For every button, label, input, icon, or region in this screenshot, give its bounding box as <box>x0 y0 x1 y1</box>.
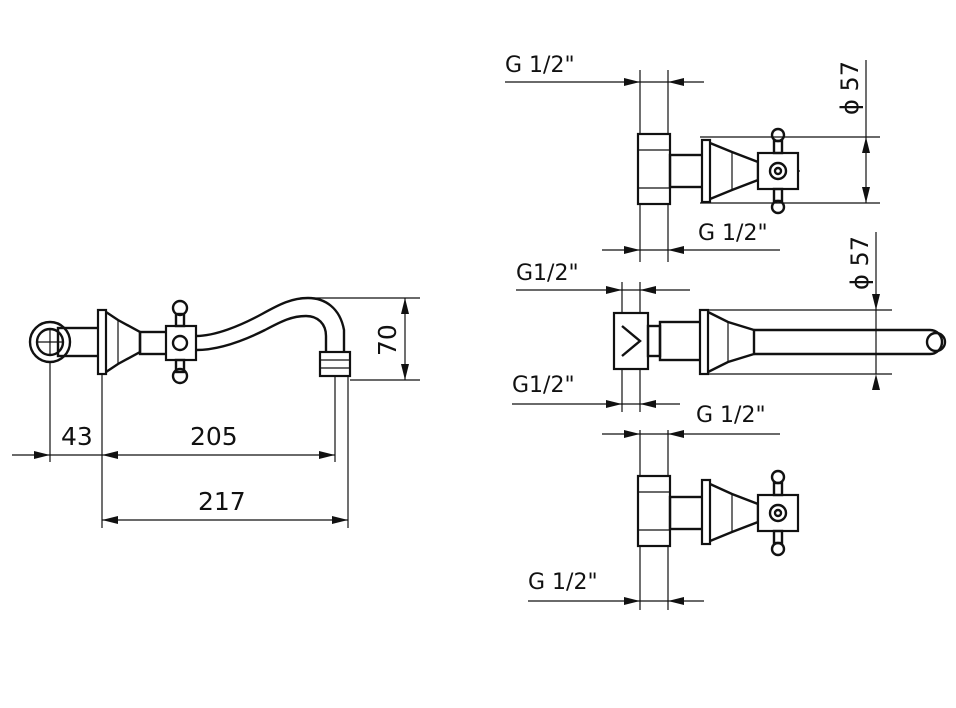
dimension-205: 205 <box>102 422 335 459</box>
left-extension-lines <box>49 297 420 528</box>
top-valve-view <box>636 70 800 262</box>
dimension-43-label: 43 <box>61 422 93 451</box>
middle-diameter-dimension: ϕ 57 <box>706 232 892 390</box>
top-thread-dimension: G 1/2" G 1/2" <box>505 53 780 254</box>
dimension-70-label: 70 <box>373 324 402 356</box>
bottom-thread-lower-label: G 1/2" <box>528 570 598 595</box>
dimension-43: 43 <box>12 422 118 459</box>
bottom-thread-upper-label: G 1/2" <box>696 403 766 428</box>
top-thread-lower-label: G 1/2" <box>698 221 768 246</box>
top-diameter-dimension: ϕ 57 <box>700 60 880 204</box>
middle-thread-upper-label: G1/2" <box>516 261 579 286</box>
dimension-70: 70 <box>373 298 409 380</box>
dimension-217-label: 217 <box>198 487 246 516</box>
bottom-valve-view <box>636 430 800 610</box>
top-thread-upper-label: G 1/2" <box>505 53 575 78</box>
middle-diameter-label: ϕ 57 <box>846 236 874 290</box>
middle-spout-view <box>612 282 947 412</box>
middle-thread-dimension: G1/2" G1/2" <box>512 261 690 408</box>
spout-side-view <box>28 296 352 385</box>
bottom-thread-dimension: G 1/2" G 1/2" <box>528 403 780 605</box>
top-diameter-label: ϕ 57 <box>836 61 864 115</box>
middle-thread-lower-label: G1/2" <box>512 373 575 398</box>
dimension-205-label: 205 <box>190 422 238 451</box>
dimension-217: 217 <box>102 487 348 524</box>
